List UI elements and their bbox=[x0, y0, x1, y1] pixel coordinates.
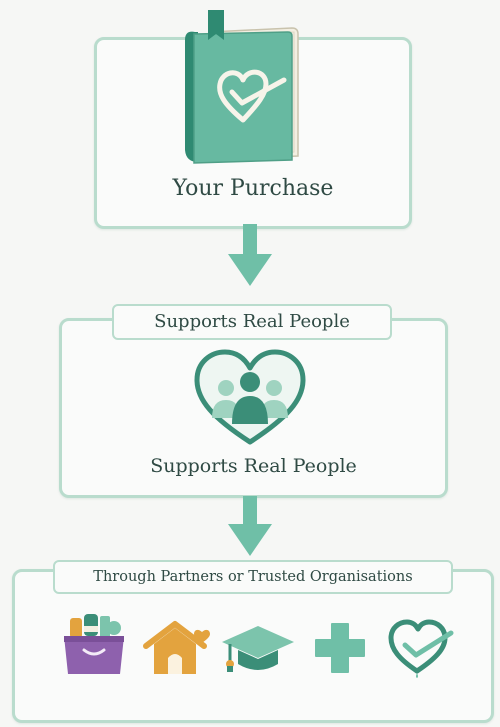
people-heart-icon bbox=[194, 349, 306, 445]
grocery-bag-icon bbox=[64, 614, 124, 674]
purchase-title: Your Purchase bbox=[172, 176, 334, 201]
book-heart-icon bbox=[185, 10, 299, 164]
support-title: Supports Real People bbox=[150, 455, 357, 477]
house-heart-icon bbox=[143, 621, 210, 674]
heart-check-icon bbox=[388, 619, 454, 678]
medical-cross-icon bbox=[315, 623, 365, 673]
arrow-down-icon bbox=[228, 496, 272, 556]
partners-label-tab: Through Partners or Trusted Organisation… bbox=[53, 560, 453, 594]
arrow-down-icon bbox=[228, 224, 272, 286]
support-label-tab: Supports Real People bbox=[112, 304, 392, 340]
graduation-cap-icon bbox=[222, 626, 294, 672]
